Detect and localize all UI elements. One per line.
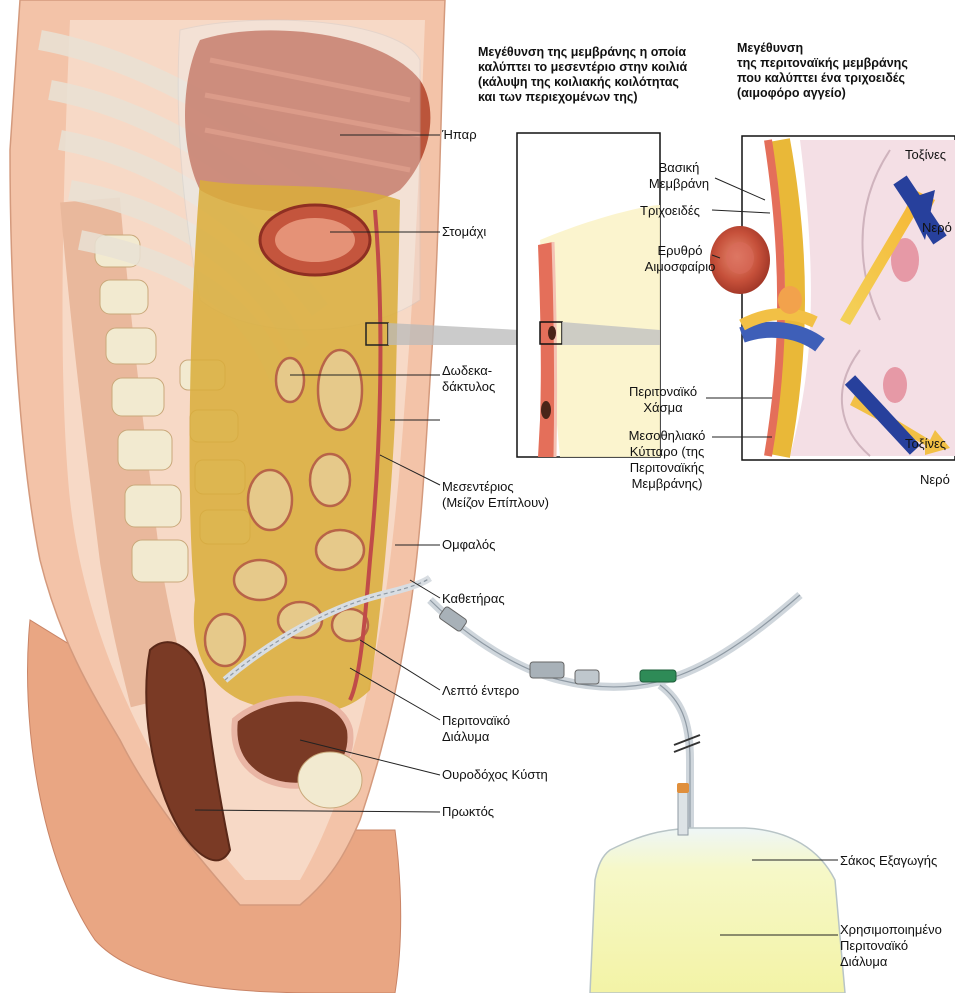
label-small-intestine: Λεπτό έντερο [442, 683, 519, 699]
label-used-solution: Χρησιμοποιημένο Περιτοναϊκό Διάλυμα [840, 922, 942, 970]
label-peritoneal-solution: Περιτοναϊκό Διάλυμα [442, 713, 510, 745]
label-peritoneal-gap: Περιτοναϊκό Χάσμα [618, 384, 708, 416]
peritoneal-zoom-panel [742, 136, 955, 460]
label-basement-membrane: Βασική Μεμβράνη [636, 160, 722, 192]
label-toxins-top: Τοξίνες [905, 147, 946, 163]
label-catheter: Καθετήρας [442, 591, 505, 607]
label-rectum: Πρωκτός [442, 804, 494, 820]
label-mesothelial-cell: Μεσοθηλιακό Κύτταρο (της Περιτοναϊκής Με… [617, 428, 717, 492]
peritoneal-zoom-title: Μεγέθυνση της περιτοναϊκής μεμβράνης που… [737, 41, 955, 101]
label-bladder: Ουροδόχος Κύστη [442, 767, 548, 783]
label-water-bottom: Νερό [920, 472, 950, 488]
label-liver: Ήπαρ [442, 127, 477, 143]
label-drain-bag: Σάκος Εξαγωγής [840, 853, 937, 869]
label-mesentery: Μεσεντέριος (Μείζον Επίπλουν) [442, 479, 549, 511]
drain-bag [590, 783, 845, 993]
label-capillary: Τριχοειδές [640, 203, 700, 219]
label-stomach: Στομάχι [442, 224, 486, 240]
label-toxins-bottom: Τοξίνες [905, 436, 946, 452]
label-navel: Ομφαλός [442, 537, 495, 553]
label-red-blood-cell: Ερυθρό Αιμοσφαίριο [640, 243, 720, 275]
label-duodenum: Δωδεκα- δάκτυλος [442, 363, 495, 395]
mesentery-zoom-title: Μεγέθυνση της μεμβράνης η οποία καλύπτει… [478, 45, 738, 105]
label-water-top: Νερό [922, 220, 952, 236]
